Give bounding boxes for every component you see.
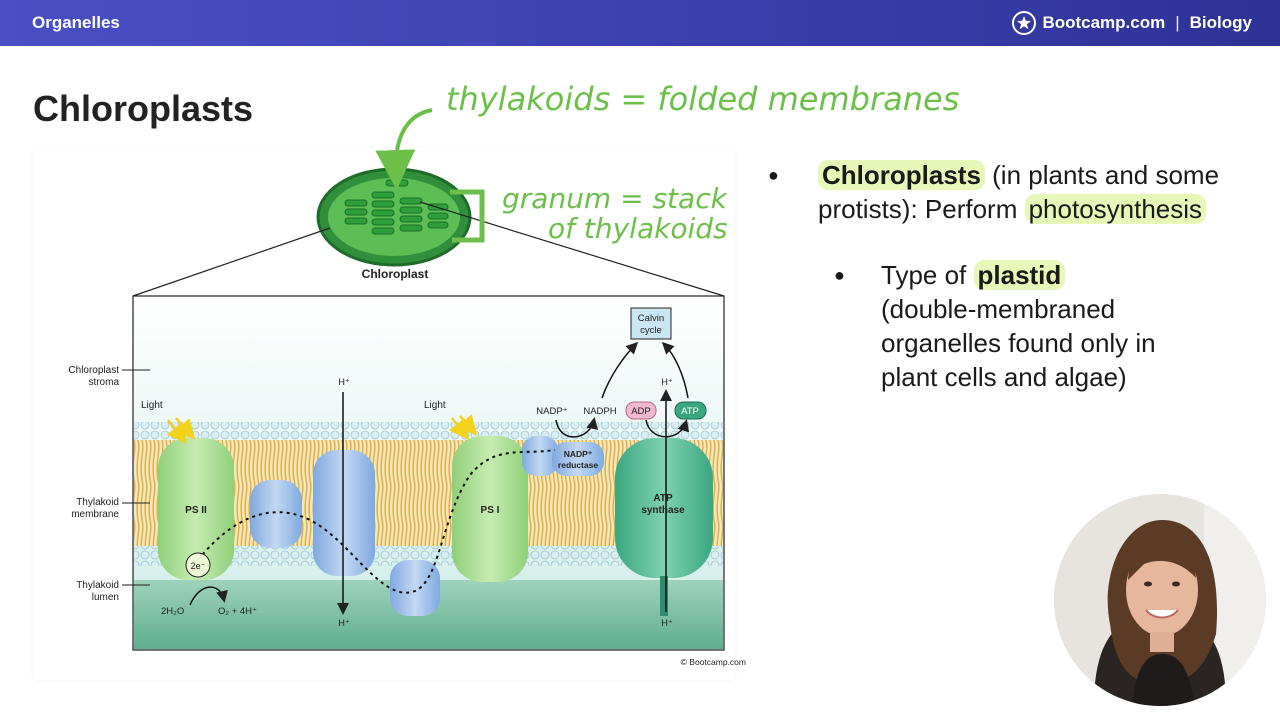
- stroma-label-1: Chloroplast: [68, 365, 119, 376]
- subject-name: Biology: [1189, 13, 1252, 32]
- lumen-label-1: Thylakoid: [76, 580, 119, 591]
- bullet-1-text: (in plants and some protists): Perform: [818, 160, 1220, 224]
- bullet-dot: ●: [834, 265, 845, 285]
- ps1-label: PS I: [481, 505, 500, 516]
- chloroplast-label: Chloroplast: [362, 267, 429, 281]
- handwritten-annotations: thylakoids = folded membranes granum = s…: [375, 80, 959, 245]
- light-label-1: Light: [141, 400, 163, 411]
- membrane-label-2: membrane: [71, 509, 119, 520]
- calvin-label-1: Calvin: [638, 313, 664, 324]
- thylakoid-detail: [122, 295, 725, 651]
- brand-separator: |: [1175, 13, 1180, 32]
- hplus-bottom-right: H⁺: [661, 618, 672, 628]
- slide-title: Chloroplasts: [33, 88, 254, 129]
- hplus-top-left: H⁺: [338, 377, 349, 387]
- bullet-2: ● Type of plastid (double-membraned orga…: [834, 258, 1164, 394]
- nadph-label: NADPH: [583, 406, 616, 417]
- nadp-reductase-label-2: reductase: [558, 460, 598, 470]
- brand-name: Bootcamp.com: [1042, 13, 1166, 32]
- oxygen-label: O₂ + 4H⁺: [218, 606, 257, 617]
- membrane-label-1: Thylakoid: [76, 497, 119, 508]
- term-plastid: plastid: [973, 260, 1066, 290]
- hplus-top-right: H⁺: [661, 377, 672, 387]
- term-chloroplasts: Chloroplasts: [818, 160, 985, 190]
- calvin-label-2: cycle: [640, 325, 662, 336]
- copyright-label: © Bootcamp.com: [681, 657, 746, 667]
- adp-label: ADP: [631, 406, 651, 417]
- bullet-dot: ●: [768, 165, 779, 185]
- atp-label: ATP: [681, 406, 699, 417]
- lumen-label-2: lumen: [92, 592, 119, 603]
- bullet-1: ● Chloroplasts (in plants and some proti…: [768, 158, 1258, 226]
- hplus-bottom-left: H⁺: [338, 618, 349, 628]
- presenter-video[interactable]: [1054, 494, 1266, 706]
- stroma-label-2: stroma: [88, 377, 119, 388]
- chloroplast-overview: [316, 167, 472, 267]
- atp-synthase-label-1: ATP: [653, 493, 673, 504]
- section-title: Organelles: [32, 13, 120, 32]
- atp-synthase-label-2: synthase: [641, 505, 685, 516]
- light-label-2: Light: [424, 400, 446, 411]
- electron-label: 2e⁻: [191, 561, 206, 571]
- bootcamp-logo-icon: [1012, 11, 1037, 35]
- top-bar: Organelles Bootcamp.com | Biology: [0, 0, 1280, 46]
- nadp-reductase-label-1: NADP⁺: [564, 449, 593, 459]
- brand[interactable]: Bootcamp.com | Biology: [1012, 11, 1252, 35]
- annotation-granum-1: granum = stack: [502, 182, 729, 215]
- ps2-label: PS II: [185, 505, 207, 516]
- bullet-2-prefix: Type of: [881, 260, 974, 290]
- annotation-granum-2: of thylakoids: [548, 212, 728, 245]
- bullet-2-text: (double-membraned organelles found only …: [881, 294, 1156, 392]
- water-label: 2H₂O: [161, 606, 184, 617]
- term-photosynthesis: photosynthesis: [1024, 194, 1207, 224]
- presenter-avatar-icon: [1054, 494, 1266, 706]
- nadp-label: NADP⁺: [536, 406, 567, 417]
- annotation-thylakoids: thylakoids = folded membranes: [446, 80, 959, 118]
